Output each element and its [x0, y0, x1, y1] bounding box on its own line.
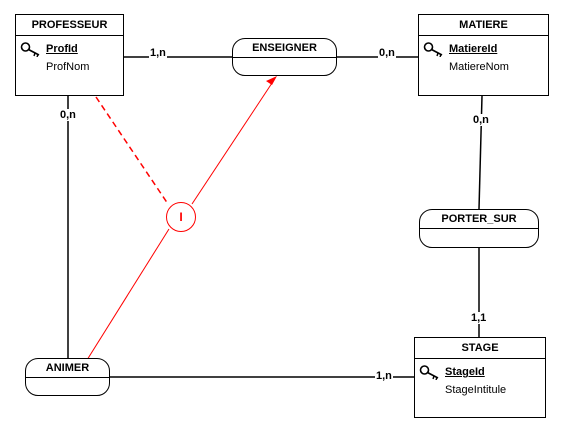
constraint-arrowhead	[266, 76, 277, 85]
association-title: ENSEIGNER	[233, 39, 336, 58]
constraint-arrow-line	[191, 79, 275, 205]
cardinality-matiere-porter: 0,n	[472, 114, 490, 126]
cardinality-enseigner-matiere: 0,n	[378, 47, 396, 59]
entity-title: STAGE	[415, 338, 545, 359]
association-title: PORTER_SUR	[420, 210, 538, 229]
entity-id-attribute: ProfId	[16, 40, 123, 58]
entity-title: PROFESSEUR	[16, 15, 123, 36]
entity-attribute: ProfNom	[46, 61, 90, 73]
cardinality-animer-stage: 1,n	[375, 370, 393, 382]
entity-matiere[interactable]: MATIERE MatiereId MatiereNom	[418, 14, 549, 96]
entity-id-attribute: MatiereId	[419, 40, 548, 58]
constraint-link-animer	[86, 228, 170, 361]
cardinality-professeur-enseigner: 1,n	[149, 47, 167, 59]
key-icon	[20, 42, 40, 57]
entity-attribute: MatiereNom	[449, 61, 509, 73]
association-title: ANIMER	[26, 359, 109, 378]
entity-stage[interactable]: STAGE StageId StageIntitule	[414, 337, 546, 418]
entity-id-label: ProfId	[46, 43, 78, 55]
entity-id-label: StageId	[445, 366, 485, 378]
entity-title: MATIERE	[419, 15, 548, 36]
key-icon	[419, 365, 439, 380]
association-enseigner[interactable]: ENSEIGNER	[232, 38, 337, 76]
cardinality-porter-stage: 1,1	[470, 312, 488, 324]
entity-id-label: MatiereId	[449, 43, 498, 55]
cardinality-professeur-animer: 0,n	[59, 109, 77, 121]
integrity-constraint[interactable]: I	[166, 202, 196, 232]
constraint-dashed-link	[95, 96, 169, 205]
association-animer[interactable]: ANIMER	[25, 358, 110, 396]
entity-attribute: StageIntitule	[445, 384, 507, 396]
link-matiere-porter	[478, 95, 483, 210]
entity-id-attribute: StageId	[415, 363, 545, 381]
entity-professeur[interactable]: PROFESSEUR ProfId ProfNom	[15, 14, 124, 96]
association-porter-sur[interactable]: PORTER_SUR	[419, 209, 539, 248]
key-icon	[423, 42, 443, 57]
